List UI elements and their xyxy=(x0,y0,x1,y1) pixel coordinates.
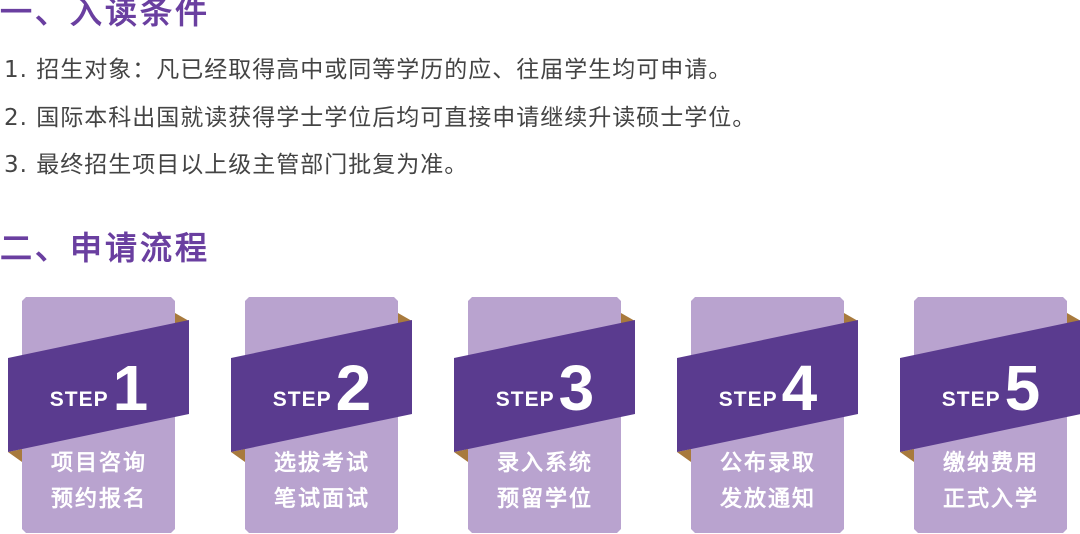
fold-bottom xyxy=(231,449,245,462)
step-title: 项目咨询 xyxy=(50,451,147,476)
step-title: 公布录取 xyxy=(719,451,816,476)
ribbon-band xyxy=(677,320,858,452)
ribbon-band xyxy=(900,320,1080,452)
fold-bottom xyxy=(677,449,691,462)
step-title: 选拔考试 xyxy=(273,451,370,476)
requirement-item: 1. 招生对象：凡已经取得高中或同等学历的应、往届学生均可申请。 xyxy=(4,57,733,83)
step-subtitle: 笔试面试 xyxy=(273,487,370,512)
step-subtitle: 预约报名 xyxy=(50,487,147,512)
ribbon-band xyxy=(454,320,635,452)
fold-bottom xyxy=(8,449,22,462)
section-title-admission: 一、入读条件 xyxy=(0,0,211,31)
step-title: 录入系统 xyxy=(496,451,593,476)
step-title: 缴纳费用 xyxy=(942,451,1039,476)
ribbon-band xyxy=(8,320,189,452)
step-subtitle: 发放通知 xyxy=(719,487,816,512)
step-subtitle: 预留学位 xyxy=(496,487,593,512)
step-subtitle: 正式入学 xyxy=(942,487,1039,512)
fold-bottom xyxy=(900,449,914,462)
requirement-item: 3. 最终招生项目以上级主管部门批复为准。 xyxy=(4,152,469,178)
requirement-item: 2. 国际本科出国就读获得学士学位后均可直接申请继续升读硕士学位。 xyxy=(4,105,757,131)
section-title-process: 二、申请流程 xyxy=(0,229,211,267)
fold-bottom xyxy=(454,449,468,462)
ribbon-band xyxy=(231,320,412,452)
